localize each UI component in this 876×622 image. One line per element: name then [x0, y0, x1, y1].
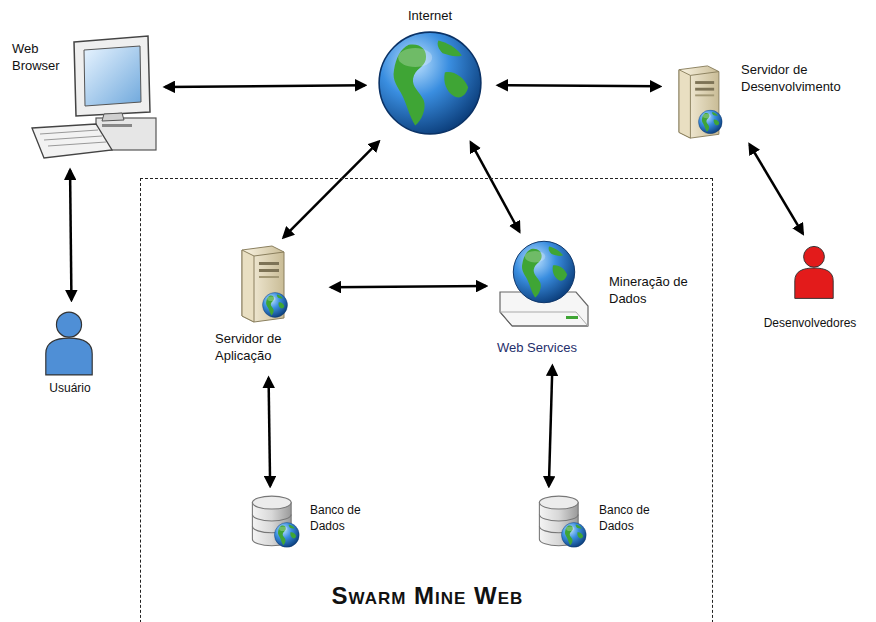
web-service-node: Mineração de DadosWeb Services	[491, 236, 696, 361]
bidirectional-arrow	[471, 142, 520, 231]
computer-icon	[32, 36, 156, 158]
system-title: Swarm Mine Web	[141, 583, 714, 609]
node-label: Web Browser	[12, 41, 70, 75]
node-label: Internet	[370, 8, 490, 25]
node-label: Usuário	[30, 381, 110, 397]
web-services-icon	[500, 241, 588, 326]
database-icon	[252, 496, 299, 547]
bidirectional-arrow	[269, 378, 271, 486]
bidirectional-arrow	[498, 85, 660, 86]
database: Banco de Dados	[533, 491, 654, 551]
internet-globe	[379, 32, 481, 134]
developers-icon	[795, 246, 833, 298]
actor: Usuário	[30, 305, 113, 400]
node-label: Banco de Dados	[310, 503, 364, 534]
node-label: Servidor de Aplicação	[215, 331, 319, 365]
application-server-icon	[242, 246, 287, 322]
server-node: Servidor de Aplicação	[211, 241, 326, 373]
node-label: Mineração de Dados	[609, 274, 693, 308]
node-label: Servidor de Desenvolvimento	[741, 62, 863, 96]
system-boundary: Swarm Mine Web Servidor de Aplicação Miner…	[140, 178, 713, 622]
actor: Desenvolvedores	[750, 238, 873, 335]
development-server-icon	[679, 66, 722, 138]
node-label: Desenvolvedores	[750, 316, 870, 332]
bidirectional-arrow	[549, 366, 552, 486]
node-sublabel: Web Services	[497, 340, 617, 357]
database-icon	[539, 496, 586, 547]
database: Banco de Dados	[246, 491, 367, 551]
bidirectional-arrow	[284, 142, 379, 238]
user-icon	[46, 312, 92, 375]
node-label: Banco de Dados	[599, 503, 651, 534]
internet-cloud: Internet	[370, 6, 493, 138]
client-computer: Web Browser	[10, 35, 160, 165]
bidirectional-arrow	[165, 85, 365, 87]
server-node: Servidor de Desenvolvimento	[665, 60, 870, 140]
bidirectional-arrow	[331, 286, 486, 287]
bidirectional-arrow	[70, 170, 71, 300]
bidirectional-arrow	[750, 144, 803, 233]
